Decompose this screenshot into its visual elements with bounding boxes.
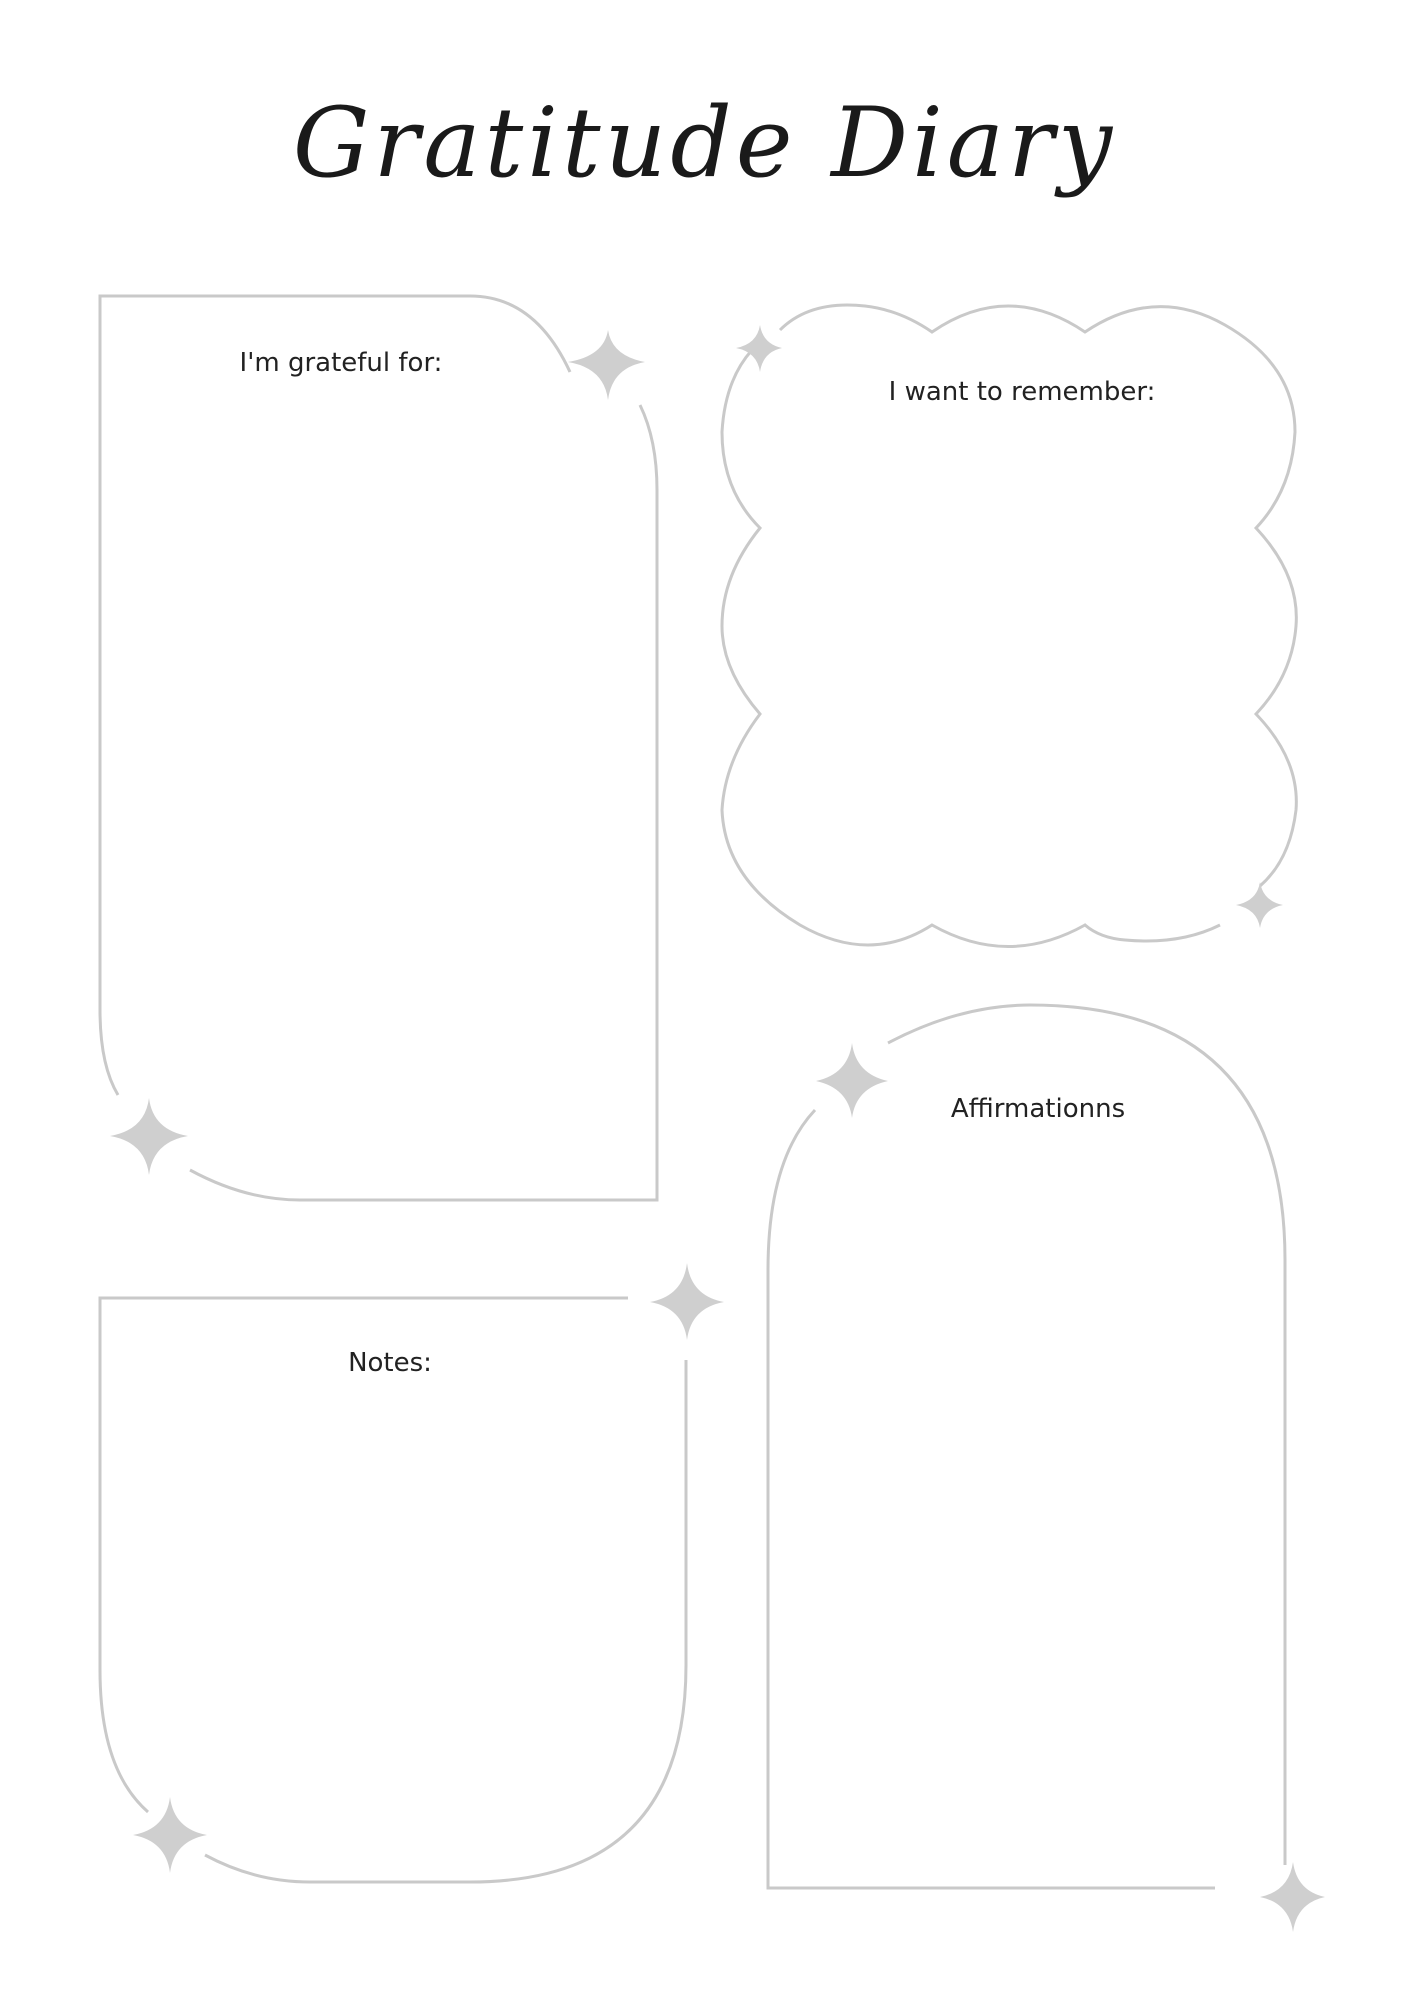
grateful-writing-area[interactable]: [110, 400, 645, 1185]
sparkle-icon: [568, 330, 645, 400]
sparkle-icon: [816, 1043, 888, 1118]
grateful-frame: [98, 294, 659, 1202]
sparkle-icon: [1260, 1862, 1325, 1932]
page-title: Gratitude Diary: [292, 87, 1117, 199]
sparkle-icon: [736, 325, 782, 372]
sparkle-icon: [110, 1098, 188, 1175]
remember-label: I want to remember:: [888, 377, 1156, 407]
remember-cloud-frame: [720, 303, 1298, 948]
notes-frame: [98, 1296, 688, 1884]
affirmations-label: Affirmationns: [950, 1094, 1126, 1124]
sparkle-icon: [1236, 882, 1283, 928]
notes-writing-area[interactable]: [110, 1395, 675, 1870]
sparkle-icon: [650, 1263, 724, 1340]
remember-writing-area[interactable]: [750, 420, 1270, 910]
affirmations-frame: [766, 1003, 1287, 1890]
affirmations-writing-area[interactable]: [780, 1140, 1275, 1880]
sparkle-icon: [133, 1797, 207, 1873]
notes-label: Notes:: [348, 1348, 432, 1378]
grateful-label: I'm grateful for:: [239, 348, 443, 378]
